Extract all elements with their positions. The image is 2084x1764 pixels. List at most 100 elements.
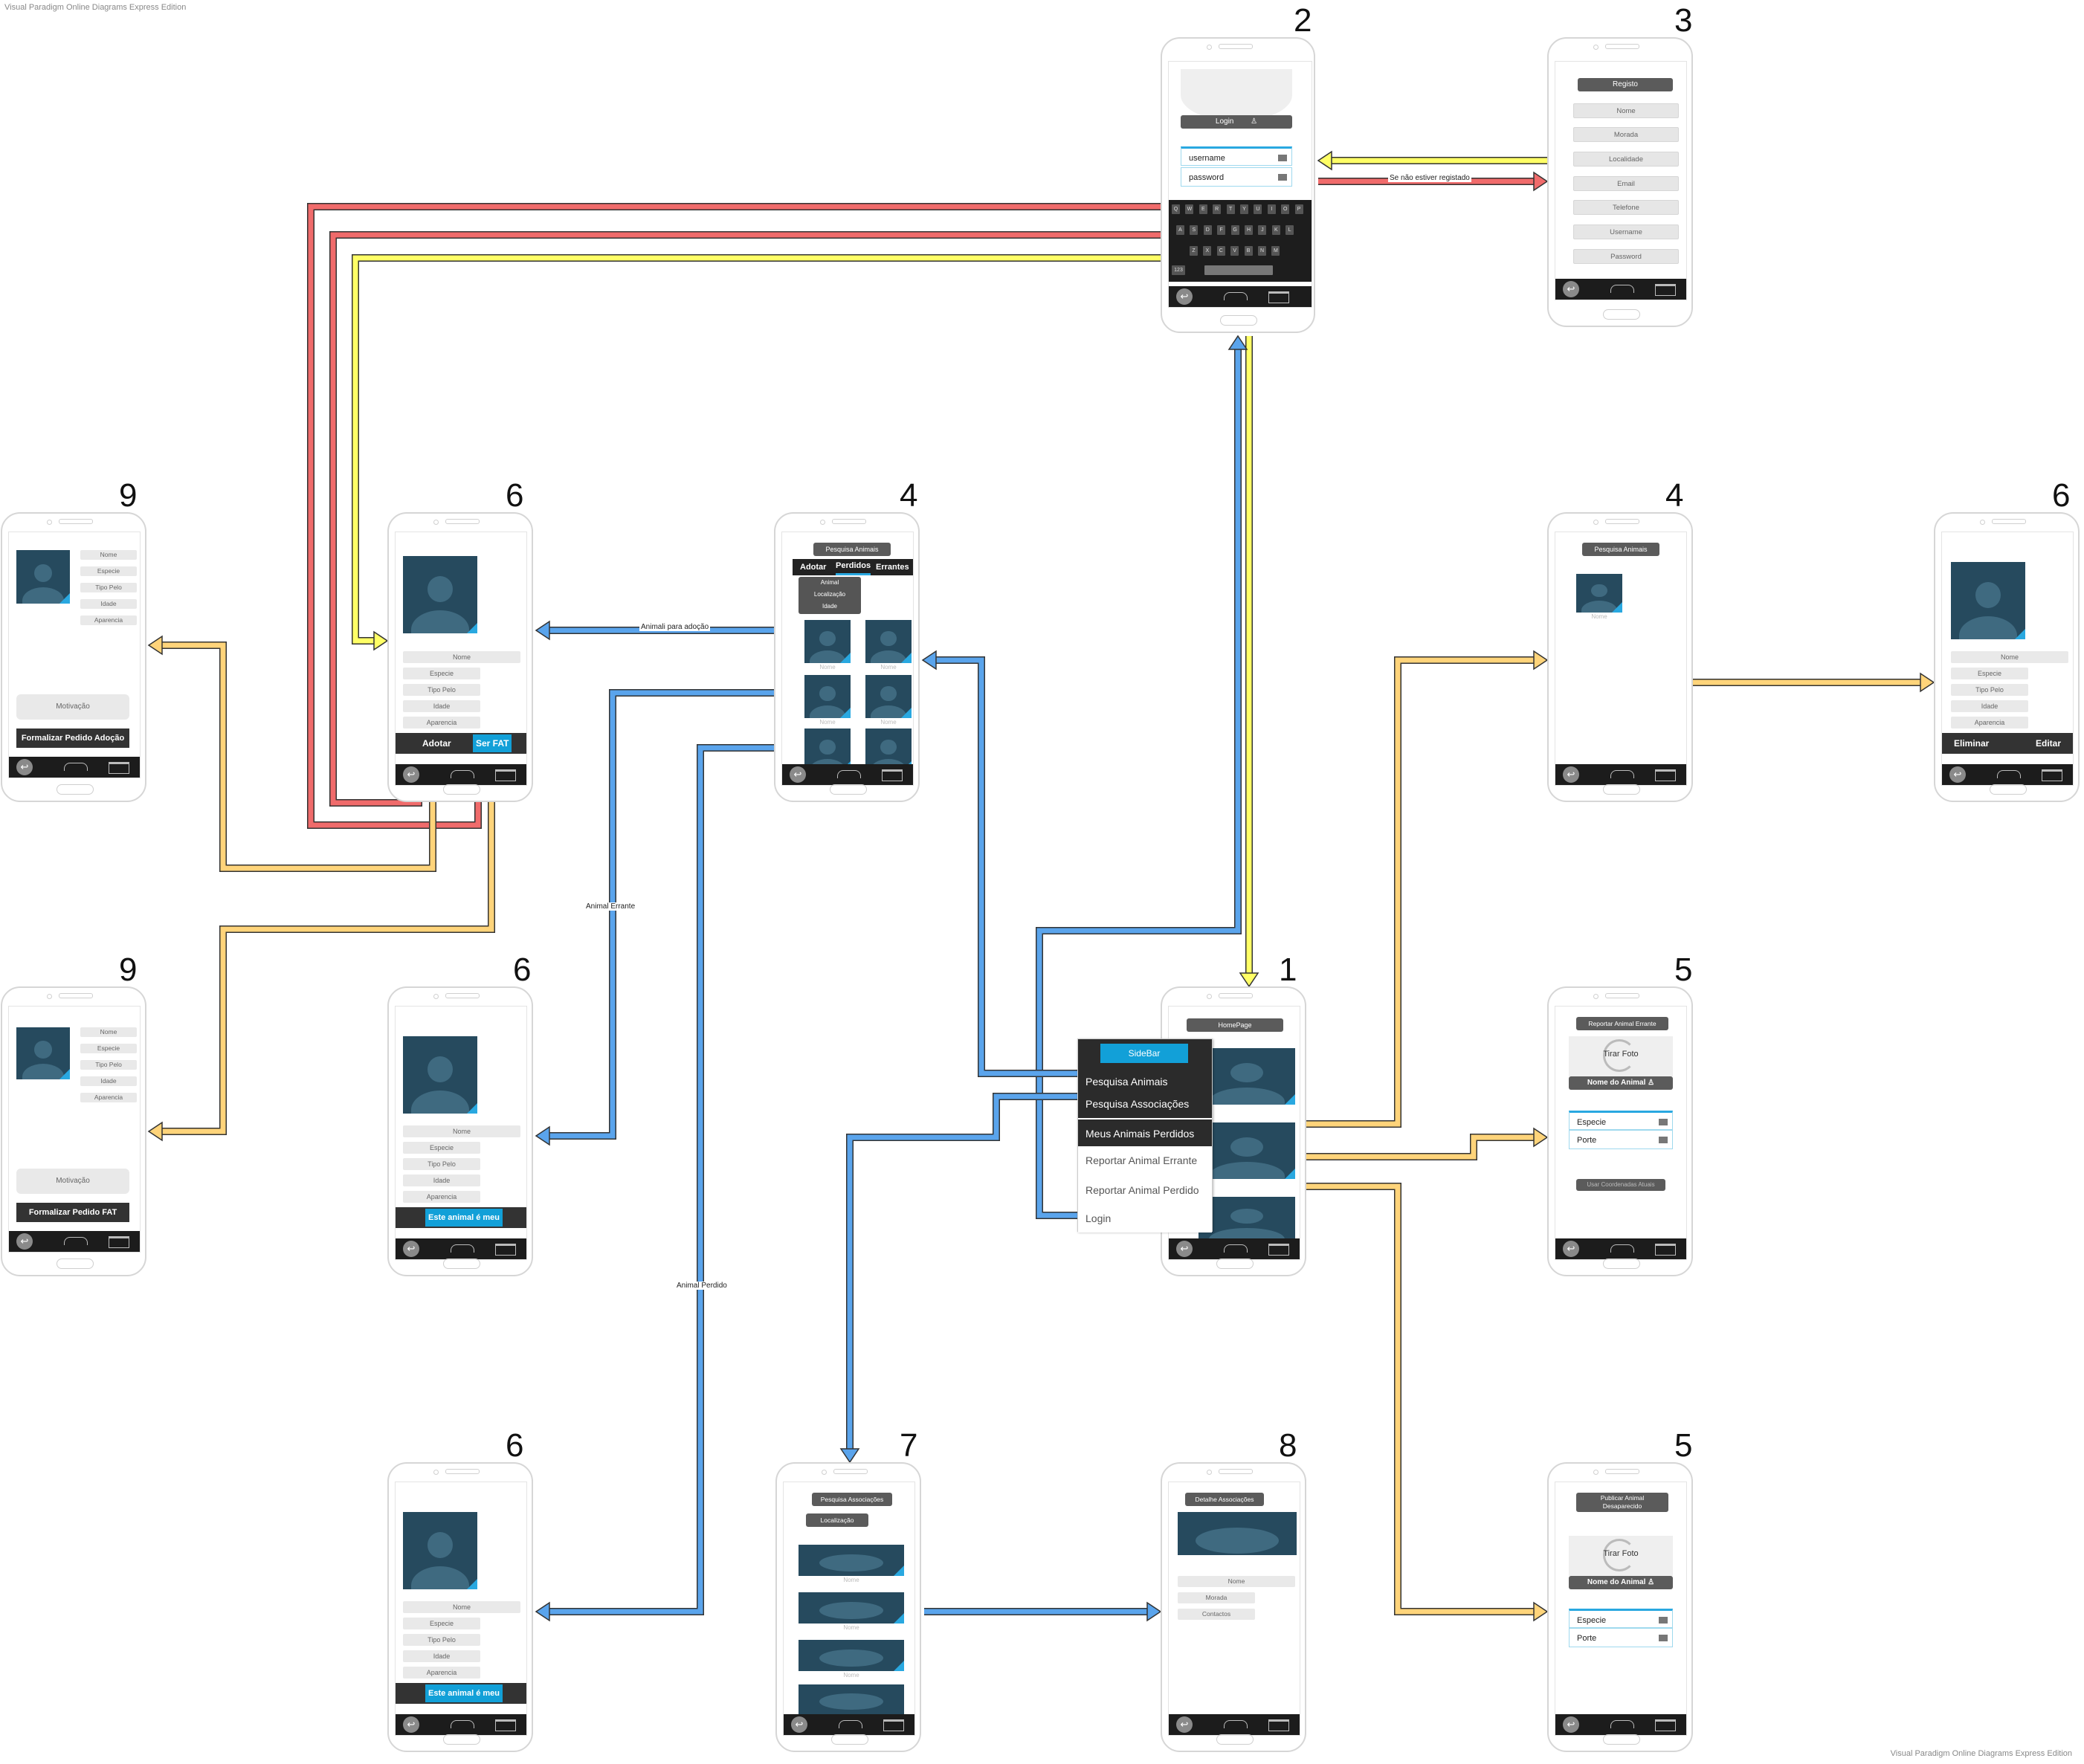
sidebar-item-reportar-errante[interactable]: Reportar Animal Errante (1078, 1146, 1212, 1175)
animal-banner[interactable] (1199, 1048, 1295, 1105)
home-button[interactable] (1990, 784, 2027, 795)
association-card[interactable] (799, 1545, 904, 1576)
key-f[interactable]: F (1217, 225, 1226, 235)
key-a[interactable]: A (1176, 225, 1184, 235)
nome-field[interactable]: Nome (1573, 103, 1679, 118)
sidebar-item-login[interactable]: Login (1078, 1204, 1212, 1232)
key-r[interactable]: R (1213, 204, 1222, 214)
home-button[interactable] (57, 784, 94, 795)
recent-apps-icon[interactable] (109, 762, 129, 774)
morada-field[interactable]: Morada (1573, 127, 1679, 142)
editar-button[interactable]: Editar (2036, 738, 2062, 749)
especie-input[interactable]: Especie (1569, 1111, 1673, 1130)
sidebar-title[interactable]: SideBar (1100, 1044, 1188, 1063)
home-icon[interactable] (1610, 1720, 1634, 1728)
animal-banner[interactable] (1199, 1122, 1295, 1179)
key-w[interactable]: W (1185, 204, 1194, 214)
email-field[interactable]: Email (1573, 176, 1679, 191)
home-button[interactable] (1603, 784, 1640, 795)
key-p[interactable]: P (1294, 204, 1303, 214)
home-icon[interactable] (64, 763, 88, 771)
key-m[interactable]: M (1271, 246, 1280, 256)
back-icon[interactable]: ↩ (1563, 281, 1579, 297)
animal-banner[interactable] (1199, 1197, 1295, 1241)
home-icon[interactable] (1997, 770, 2021, 778)
recent-apps-icon[interactable] (1655, 284, 1676, 296)
back-icon[interactable]: ↩ (16, 759, 33, 775)
animal-thumb[interactable] (1576, 574, 1622, 613)
este-animal-e-meu-button[interactable]: Este animal é meu (425, 1209, 503, 1227)
password-input[interactable]: password (1181, 167, 1292, 187)
eliminar-button[interactable]: Eliminar (1954, 738, 1990, 749)
back-icon[interactable]: ↩ (1563, 1716, 1579, 1733)
ser-fat-button[interactable]: Ser FAT (473, 734, 512, 752)
key-d[interactable]: D (1203, 225, 1212, 235)
formalizar-fat-button[interactable]: Formalizar Pedido FAT (16, 1203, 129, 1222)
photo-area[interactable]: Tirar Foto (1569, 1536, 1673, 1576)
key-k[interactable]: K (1271, 225, 1280, 235)
key-v[interactable]: V (1230, 246, 1239, 256)
filter-dropdown[interactable]: Animal Localização Idade (799, 577, 861, 614)
recent-apps-icon[interactable] (1655, 769, 1676, 781)
key-b[interactable]: B (1244, 246, 1253, 256)
motivacao-input[interactable]: Motivação (16, 1169, 129, 1194)
home-icon[interactable] (1224, 1244, 1248, 1253)
animal-thumb[interactable] (804, 620, 851, 663)
key-u[interactable]: U (1254, 204, 1262, 214)
back-icon[interactable]: ↩ (1176, 1241, 1193, 1257)
back-icon[interactable]: ↩ (16, 1233, 33, 1250)
animal-thumb[interactable] (804, 675, 851, 718)
key-z[interactable]: Z (1190, 246, 1198, 256)
recent-apps-icon[interactable] (495, 1244, 516, 1256)
home-icon[interactable] (1224, 292, 1248, 300)
key-c[interactable]: C (1216, 246, 1225, 256)
home-icon[interactable] (451, 1720, 474, 1728)
home-button[interactable] (1603, 309, 1640, 320)
back-icon[interactable]: ↩ (1176, 1716, 1193, 1733)
association-card[interactable] (799, 1640, 904, 1671)
key-h[interactable]: H (1245, 225, 1253, 235)
home-button[interactable] (830, 784, 867, 795)
recent-apps-icon[interactable] (883, 1719, 904, 1731)
back-icon[interactable]: ↩ (403, 766, 419, 783)
tab-errantes[interactable]: Errantes (876, 563, 909, 572)
formalizar-adocao-button[interactable]: Formalizar Pedido Adoção (16, 728, 129, 748)
recent-apps-icon[interactable] (882, 769, 903, 781)
porte-input[interactable]: Porte (1569, 1628, 1673, 1647)
home-button[interactable] (1220, 315, 1257, 326)
usar-coordenadas-button[interactable]: Usar Coordenadas Atuais (1576, 1179, 1665, 1191)
motivacao-input[interactable]: Motivação (16, 694, 129, 720)
home-icon[interactable] (1610, 1244, 1634, 1253)
recent-apps-icon[interactable] (1268, 1244, 1289, 1256)
back-icon[interactable]: ↩ (1949, 766, 1966, 783)
recent-apps-icon[interactable] (495, 769, 516, 781)
key-s[interactable]: S (1190, 225, 1199, 235)
password-field[interactable]: Password (1573, 249, 1679, 264)
home-button[interactable] (1603, 1734, 1640, 1745)
recent-apps-icon[interactable] (2042, 769, 2062, 781)
back-icon[interactable]: ↩ (1563, 1241, 1579, 1257)
sidebar-item-pesquisa-associacoes[interactable]: Pesquisa Associações (1078, 1090, 1212, 1118)
association-card[interactable] (799, 1684, 904, 1714)
home-button[interactable] (443, 1259, 480, 1269)
home-button[interactable] (57, 1259, 94, 1269)
filter-animal[interactable]: Animal (820, 579, 839, 586)
sidebar-item-meus-animais-perdidos[interactable]: Meus Animais Perdidos (1078, 1118, 1212, 1146)
home-icon[interactable] (839, 1720, 862, 1728)
home-icon[interactable] (1610, 770, 1634, 778)
animal-thumb[interactable] (865, 675, 912, 718)
key-e[interactable]: E (1199, 204, 1207, 214)
filter-idade[interactable]: Idade (822, 603, 838, 610)
back-icon[interactable]: ↩ (790, 766, 806, 783)
key-j[interactable]: J (1258, 225, 1267, 235)
home-button[interactable] (1603, 1259, 1640, 1269)
home-icon[interactable] (64, 1237, 88, 1245)
tab-adotar[interactable]: Adotar (800, 563, 827, 572)
key-x[interactable]: X (1203, 246, 1212, 256)
key-123[interactable]: 123 (1172, 265, 1185, 275)
especie-input[interactable]: Especie (1569, 1609, 1673, 1628)
key-l[interactable]: L (1285, 225, 1294, 235)
back-icon[interactable]: ↩ (403, 1241, 419, 1257)
key-t[interactable]: T (1226, 204, 1235, 214)
home-button[interactable] (443, 1734, 480, 1745)
